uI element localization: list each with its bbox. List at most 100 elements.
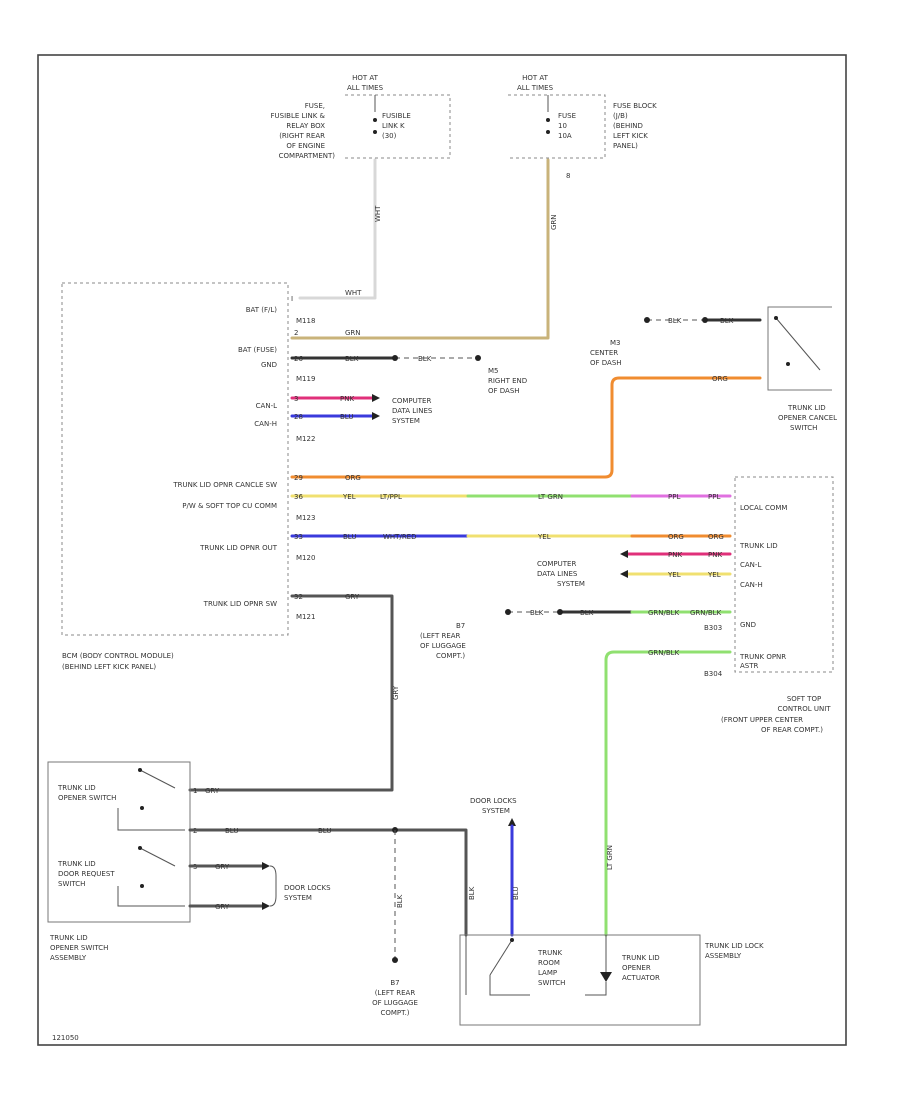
actuator-link (585, 935, 607, 996)
fuse-block-line4: LEFT KICK (613, 132, 648, 140)
gnd-m3-line2: CENTER (590, 349, 618, 357)
gnd-m5-line1: M5 (488, 367, 499, 375)
conn-m122: M122 (296, 435, 315, 443)
wire-label-blk-drop: BLK (396, 894, 404, 908)
conn-m119: M119 (296, 375, 315, 383)
wire-label-pnk-bcm: PNK (340, 395, 354, 403)
wire-label-lt-pnk: LT/PPL (380, 493, 402, 501)
conn-b304: B304 (704, 670, 723, 678)
fuse-pin-label: 8 (566, 172, 570, 180)
wire-label-ppl-end: PPL (708, 493, 720, 501)
bcm-label-line2: (BEHIND LEFT KICK PANEL) (62, 663, 156, 671)
switch-assembly-line3: ASSEMBLY (50, 954, 87, 962)
fuse-block-outline (508, 94, 606, 159)
diagram-frame (37, 54, 847, 1046)
st-pin-canh: CAN-H (740, 581, 763, 589)
wire-label-org-right: ORG (712, 375, 728, 383)
wire-label-blk-top: BLK (668, 317, 682, 325)
door-request-line1: TRUNK LID (57, 860, 96, 868)
gnd-b7-right-line3: OF LUGGAGE (420, 642, 466, 650)
computer-data-2-line2: DATA LINES (537, 570, 578, 578)
arrow-canh (372, 412, 380, 420)
wire-label-grn-blk2: GRN/BLK (690, 609, 722, 617)
cancel-switch-pivot (774, 316, 778, 320)
actuator-line3: ACTUATOR (622, 974, 660, 982)
fuse-block-line2: (J/B) (613, 112, 628, 120)
wire-label-grn-blk3: GRN/BLK (648, 649, 680, 657)
arrow-st-canh (620, 570, 628, 578)
opener-switch-link (117, 808, 185, 831)
door-request-line3: SWITCH (58, 880, 85, 888)
fusible-link-dot-1 (373, 118, 377, 122)
wire-bat-fl-white (298, 158, 377, 300)
fuse-10-line2: 10 (558, 122, 567, 130)
wire-label-door2: GRY (215, 903, 230, 911)
fuse-link-box-line3: RELAY BOX (286, 122, 325, 130)
wire-label-ppl-right: PPL (668, 493, 680, 501)
wire-label-wht-red: WHT/RED (383, 533, 417, 541)
bcm-label-line1: BCM (BODY CONTROL MODULE) (62, 652, 174, 660)
cancel-switch-blade (775, 317, 821, 371)
door-lock-bracket (269, 865, 277, 907)
power-source-left: HOT AT ALL TIMES FUSE, FUSIBLE LINK & RE… (271, 74, 451, 160)
wire-label-blu-bcm: BLU (340, 413, 353, 421)
ground-b7-bottom (392, 957, 398, 963)
wire-label-pnk-st2: PNK (708, 551, 722, 559)
wire-label-lt-grn: LT GRN (538, 493, 563, 501)
opener-switch-blade (139, 769, 176, 789)
gnd-b7-bottom-line1: B7 (390, 979, 399, 987)
fuse-link-box-line4: (RIGHT REAR (279, 132, 325, 140)
cancel-switch-contact (786, 362, 790, 366)
actuator-symbol (600, 972, 612, 982)
wire-bat-fuse-grn (290, 158, 550, 340)
room-lamp-line2: ROOM (538, 959, 560, 967)
arrow-canl (372, 394, 380, 402)
door-request-blade (139, 847, 176, 867)
wire-label-gry-drop: GRY (392, 685, 400, 700)
cancel-switch-line1: TRUNK LID (787, 404, 826, 412)
wire-label-yel-bcm: YEL (342, 493, 356, 501)
bcm-pin-bat-fuse: BAT (FUSE) (238, 346, 277, 354)
st-pin-gnd: GND (740, 621, 756, 629)
switch-assembly-box (47, 761, 191, 923)
arrow-door-lock-1 (262, 862, 270, 870)
gnd-b7-bottom-line2: (LEFT REAR (375, 989, 416, 997)
lock-assembly-line1: TRUNK LID LOCK (704, 942, 764, 950)
bcm-outline (61, 282, 289, 636)
door-request-pivot (138, 846, 142, 850)
fuse-10-line1: FUSE (558, 112, 576, 120)
wire-label-pnk-st: PNK (668, 551, 682, 559)
cancel-switch-box (767, 306, 832, 391)
room-lamp-line3: LAMP (538, 969, 557, 977)
opener-switch-line1: TRUNK LID (57, 784, 96, 792)
conn-b303: B303 (704, 624, 722, 632)
wire-label-wht-bcm: WHT (345, 289, 362, 297)
st-pin-canl: CAN-L (740, 561, 761, 569)
conn-m118: M118 (296, 317, 315, 325)
wire-label-blk-top2: BLK (720, 317, 734, 325)
splice-m3 (702, 317, 708, 323)
door-locks-1-line2: SYSTEM (482, 807, 510, 815)
arrow-st-canl (620, 550, 628, 558)
ground-b7-right (505, 609, 511, 615)
ground-m5 (475, 355, 481, 361)
bcm-pin-canh: CAN-H (254, 420, 277, 428)
wire-label-blk-gnd: BLK (530, 609, 544, 617)
computer-data-1-line2: DATA LINES (392, 407, 433, 415)
st-pin-trunk-opnr-2: ASTR (740, 662, 759, 670)
door-locks-1-line1: DOOR LOCKS (470, 797, 517, 805)
hot-label-2-line1: HOT AT (522, 74, 549, 82)
bcm-pin-opnr-out: TRUNK LID OPNR OUT (199, 544, 278, 552)
bcm-pin-bat-fl: BAT (F/L) (246, 306, 278, 314)
wire-label-blk-m5: BLK (418, 355, 432, 363)
cancel-switch-line3: SWITCH (790, 424, 817, 432)
st-pin-trunk-lid: TRUNK LID (739, 542, 778, 550)
fuse-link-box-line1: FUSE, (305, 102, 325, 110)
soft-top-line3: (FRONT UPPER CENTER (721, 716, 803, 724)
conn-m121: M121 (296, 613, 315, 621)
room-lamp-line1: TRUNK (537, 949, 562, 957)
wire-label-org-st2: ORG (708, 533, 724, 541)
fuse-link-box-line6: COMPARTMENT) (279, 152, 336, 160)
wire-label-grn-blk: GRN/BLK (648, 609, 680, 617)
